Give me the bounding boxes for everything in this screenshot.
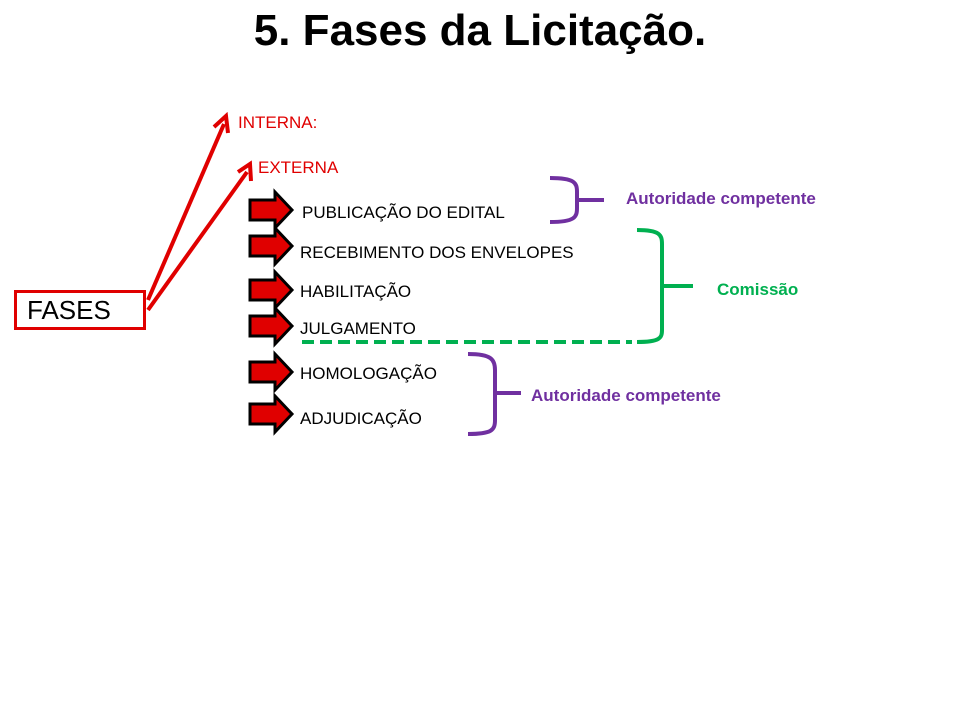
phase-habilitacao: HABILITAÇÃO <box>300 282 412 301</box>
branch-interna: INTERNA: <box>238 113 318 132</box>
page-title: 5. Fases da Licitação. <box>253 6 707 55</box>
group-comissao: Comissão <box>717 280 799 299</box>
connector-interna <box>146 123 226 301</box>
bracket-autoridade-top <box>549 176 604 224</box>
phase-publicacao: PUBLICAÇÃO DO EDITAL <box>302 203 505 222</box>
phase-arrow-6 <box>248 392 295 436</box>
phase-arrow-3 <box>248 268 295 312</box>
bracket-autoridade-bottom <box>467 352 521 436</box>
phase-arrow-4 <box>248 304 295 348</box>
phase-arrow-5 <box>248 350 295 394</box>
phase-arrow-2 <box>248 224 295 268</box>
connector-externa <box>146 170 249 312</box>
arrowhead-externa <box>236 160 253 182</box>
phase-adjudicacao: ADJUDICAÇÃO <box>300 409 422 428</box>
arrowhead-interna <box>212 111 230 134</box>
phase-arrow-1 <box>248 188 295 232</box>
fases-box: FASES <box>14 290 146 330</box>
group-autoridade-top: Autoridade competente <box>626 189 816 208</box>
phase-homologacao: HOMOLOGAÇÃO <box>300 364 437 383</box>
phase-recebimento: RECEBIMENTO DOS ENVELOPES <box>300 243 574 262</box>
group-autoridade-bottom: Autoridade competente <box>531 386 721 405</box>
bracket-comissao <box>636 228 693 344</box>
branch-externa: EXTERNA <box>258 158 339 177</box>
phase-julgamento: JULGAMENTO <box>300 319 416 338</box>
